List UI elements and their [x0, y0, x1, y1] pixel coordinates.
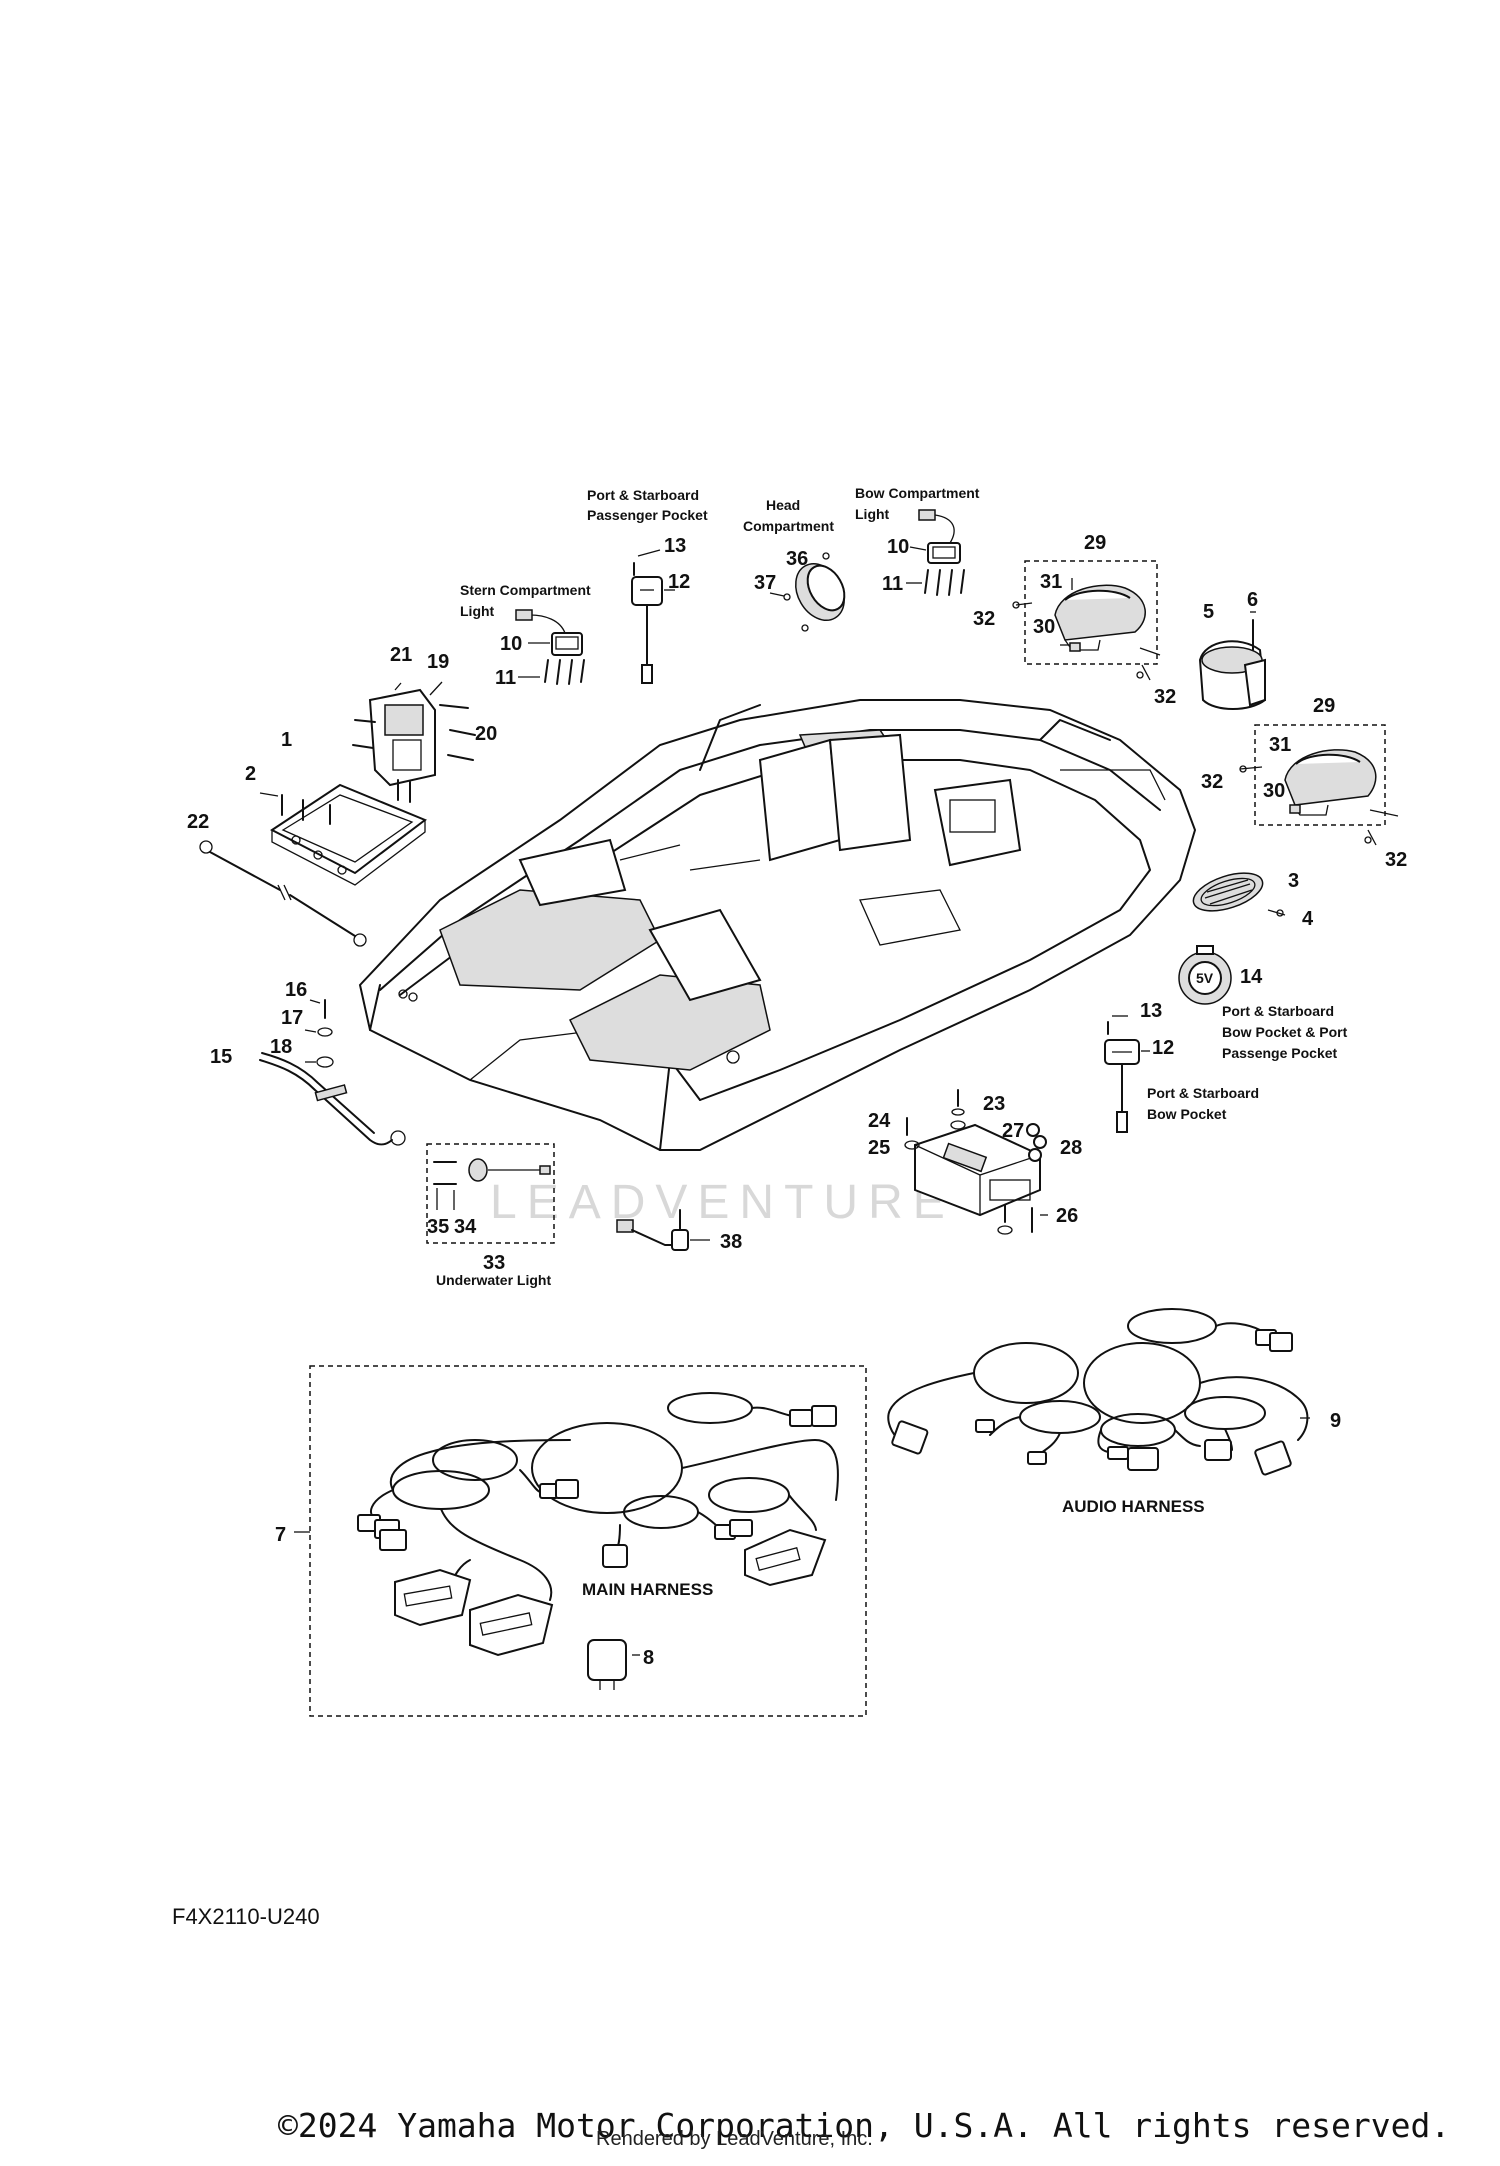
usb-5v-label: 5V — [1196, 970, 1214, 986]
head-compartment-speaker — [769, 552, 846, 632]
label-passenger-pocket: Port & Starboard Passenger Pocket — [587, 487, 708, 523]
battery-cable-22 — [199, 840, 367, 947]
round-speaker-5 — [1198, 611, 1267, 710]
part-number-6[interactable]: 6 — [1247, 589, 1258, 611]
part-number-36[interactable]: 36 — [786, 548, 808, 570]
part-number-12-bow[interactable]: 12 — [1152, 1037, 1174, 1059]
part-number-32-right-right[interactable]: 32 — [1385, 849, 1407, 871]
tower-speaker-right — [1239, 724, 1399, 846]
passenger-pocket-light — [631, 549, 675, 684]
part-number-17[interactable]: 17 — [281, 1007, 303, 1029]
part-number-5[interactable]: 5 — [1203, 601, 1214, 623]
underwater-light-kit — [426, 1143, 555, 1244]
label-bow-port-passenger-pocket: Port & Starboard Bow Pocket & Port Passe… — [1222, 1003, 1351, 1061]
part-number-29-top[interactable]: 29 — [1084, 532, 1106, 554]
diagram-code: F4X2110-U240 — [172, 1904, 320, 1929]
part-number-13-bow[interactable]: 13 — [1140, 1000, 1162, 1022]
part-number-12-passenger[interactable]: 12 — [668, 571, 690, 593]
part-number-15[interactable]: 15 — [210, 1046, 232, 1068]
label-main-harness: MAIN HARNESS — [582, 1580, 713, 1599]
tower-speaker-top — [1012, 560, 1161, 681]
part-number-32-top-left[interactable]: 32 — [973, 608, 995, 630]
fuse-block — [352, 681, 476, 803]
part-number-callouts: 1 2 3 4 5 6 7 8 9 10 11 10 11 12 13 12 1… — [187, 532, 1407, 1669]
label-audio-harness: AUDIO HARNESS — [1062, 1497, 1205, 1516]
part-number-11-bow[interactable]: 11 — [882, 573, 903, 595]
rendered-by-credit: Rendered by LeadVenture, Inc. — [596, 2128, 873, 2150]
part-number-30-top[interactable]: 30 — [1033, 616, 1055, 638]
label-bow-compartment-light: Bow Compartment Light — [855, 485, 983, 522]
speaker-grille-3 — [1192, 872, 1286, 917]
part-number-34[interactable]: 34 — [454, 1216, 477, 1238]
part-number-38[interactable]: 38 — [720, 1231, 742, 1253]
part-number-1[interactable]: 1 — [281, 729, 292, 751]
part-number-30-right[interactable]: 30 — [1263, 780, 1285, 802]
part-number-27[interactable]: 27 — [1002, 1120, 1024, 1142]
sensor-38 — [616, 1209, 710, 1251]
part-number-7[interactable]: 7 — [275, 1524, 286, 1546]
part-number-16[interactable]: 16 — [285, 979, 307, 1001]
part-number-19[interactable]: 19 — [427, 651, 449, 673]
label-underwater-light: Underwater Light — [436, 1272, 551, 1288]
part-number-2[interactable]: 2 — [245, 763, 256, 785]
label-bow-pocket: Port & Starboard Bow Pocket — [1147, 1085, 1263, 1122]
bow-compartment-light — [906, 509, 965, 596]
part-number-21[interactable]: 21 — [390, 644, 412, 666]
part-number-37[interactable]: 37 — [754, 572, 776, 594]
part-number-32-right-left[interactable]: 32 — [1201, 771, 1223, 793]
part-number-32-top-right[interactable]: 32 — [1154, 686, 1176, 708]
part-number-31-top[interactable]: 31 — [1040, 571, 1062, 593]
ground-cable-15 — [259, 999, 406, 1146]
part-number-29-right[interactable]: 29 — [1313, 695, 1335, 717]
part-number-33[interactable]: 33 — [483, 1252, 505, 1274]
label-head-compartment: Head Compartment — [743, 497, 834, 534]
audio-harness — [887, 1308, 1310, 1476]
part-number-24[interactable]: 24 — [868, 1110, 891, 1132]
part-number-23[interactable]: 23 — [983, 1093, 1005, 1115]
part-number-11-stern[interactable]: 11 — [495, 667, 516, 689]
part-number-28[interactable]: 28 — [1060, 1137, 1082, 1159]
part-number-26[interactable]: 26 — [1056, 1205, 1078, 1227]
boat-hull — [358, 699, 1197, 1151]
part-number-18[interactable]: 18 — [270, 1036, 292, 1058]
bow-pocket-light — [1104, 1015, 1150, 1133]
part-number-3[interactable]: 3 — [1288, 870, 1299, 892]
control-module-23 — [904, 1089, 1048, 1235]
battery-box — [259, 783, 427, 886]
copyright-notice: ©2024 Yamaha Motor Corporation, U.S.A. A… — [278, 2106, 1451, 2145]
part-number-35[interactable]: 35 — [427, 1216, 449, 1238]
part-number-25[interactable]: 25 — [868, 1137, 890, 1159]
part-number-13-passenger[interactable]: 13 — [664, 535, 686, 557]
label-stern-compartment-light: Stern Compartment Light — [460, 582, 595, 619]
part-number-10-bow[interactable]: 10 — [887, 536, 909, 558]
part-number-14[interactable]: 14 — [1240, 966, 1263, 988]
watermark-text: LEADVENTURE — [490, 1176, 955, 1229]
part-number-22[interactable]: 22 — [187, 811, 209, 833]
part-number-9[interactable]: 9 — [1330, 1410, 1341, 1432]
part-number-20[interactable]: 20 — [475, 723, 497, 745]
part-number-8[interactable]: 8 — [643, 1647, 654, 1669]
stern-compartment-light — [515, 609, 585, 685]
part-number-31-right[interactable]: 31 — [1269, 734, 1291, 756]
part-number-10-stern[interactable]: 10 — [500, 633, 522, 655]
part-number-4[interactable]: 4 — [1302, 908, 1314, 930]
main-harness — [294, 1365, 867, 1717]
usb-charger-14: 5V — [1178, 945, 1232, 1005]
